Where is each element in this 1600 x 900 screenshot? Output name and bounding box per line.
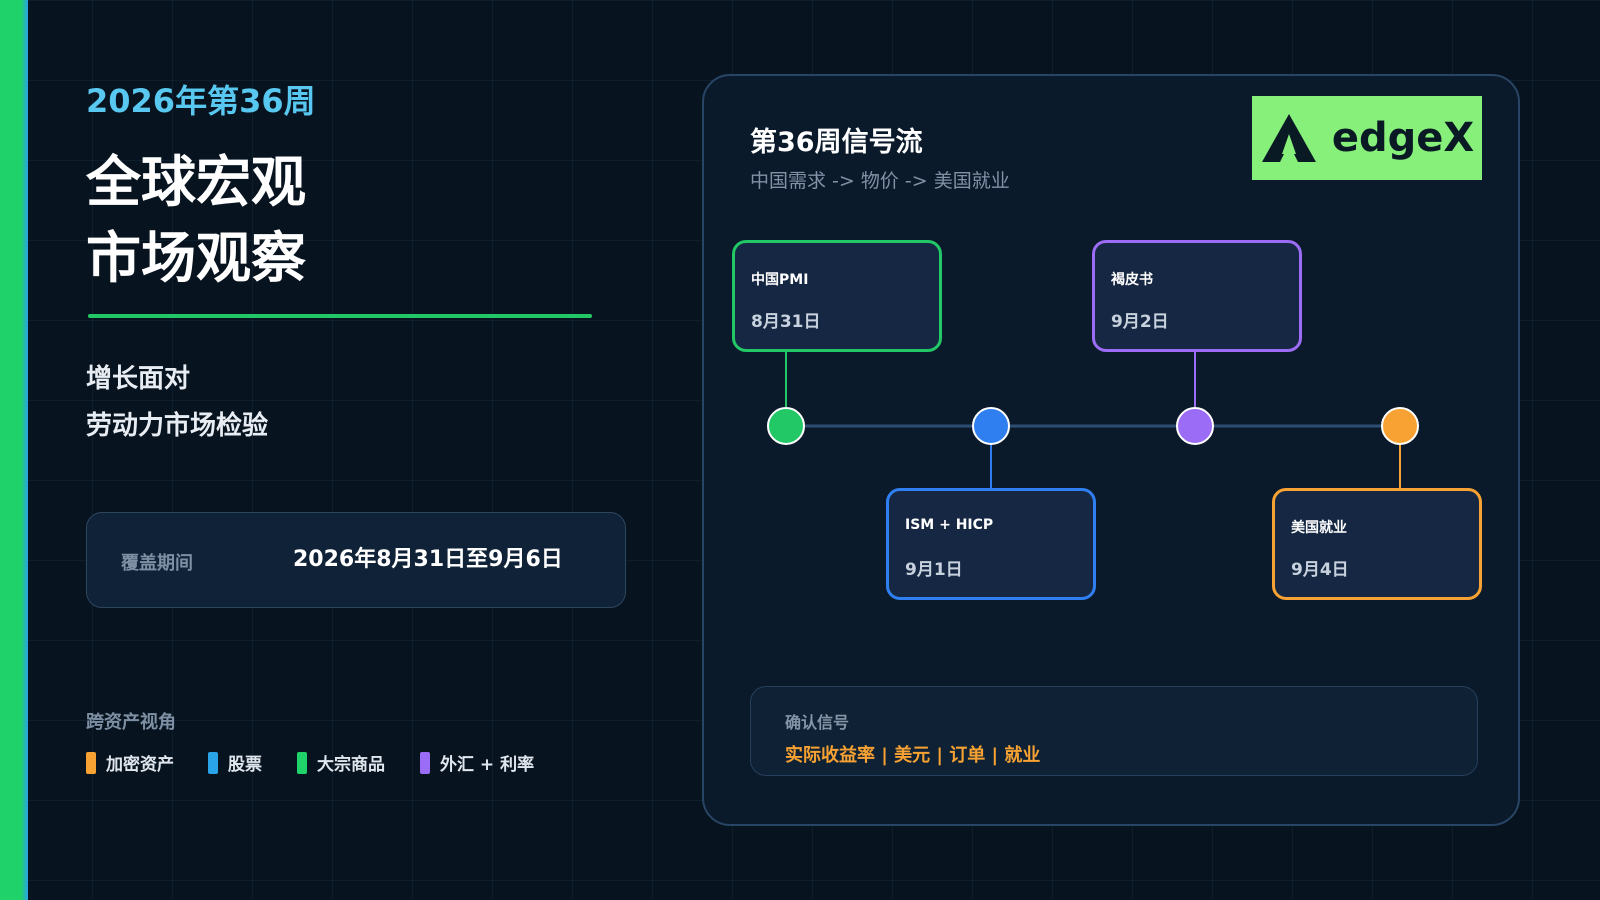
title-divider bbox=[88, 314, 592, 318]
panel-title: 第36周信号流 bbox=[750, 127, 923, 158]
page-title-line-2: 市场观察 bbox=[86, 226, 307, 290]
confirm-value: 实际收益率 | 美元 | 订单 | 就业 bbox=[785, 745, 1041, 766]
event-card-beige-book: 褐皮书 9月2日 bbox=[1092, 240, 1302, 352]
event-date: 8月31日 bbox=[751, 312, 821, 332]
node-us-jobs bbox=[1381, 407, 1419, 445]
period-label: 覆盖期间 bbox=[121, 553, 193, 574]
edgex-logo: edgeX bbox=[1252, 96, 1482, 180]
edgex-triangle-icon bbox=[1261, 114, 1316, 162]
signal-flow-panel: 第36周信号流 中国需求 -> 物价 -> 美国就业 edgeX 中国PMI 8… bbox=[702, 74, 1520, 826]
confirm-signal-card: 确认信号 实际收益率 | 美元 | 订单 | 就业 bbox=[750, 686, 1478, 776]
event-card-us-jobs: 美国就业 9月4日 bbox=[1272, 488, 1482, 600]
legend-item-commodities: 大宗商品 bbox=[297, 750, 385, 775]
legend-item-crypto: 加密资产 bbox=[86, 750, 174, 775]
subtitle-line-1: 增长面对 bbox=[86, 364, 191, 394]
week-label: 2026年第36周 bbox=[86, 82, 316, 120]
legend-swatch-commodities bbox=[297, 751, 307, 774]
event-name: ISM + HICP bbox=[905, 517, 994, 533]
period-value: 2026年8月31日至9月6日 bbox=[293, 547, 563, 572]
node-ism-hicp bbox=[972, 407, 1010, 445]
legend-label-fx-rates: 外汇 + 利率 bbox=[440, 755, 535, 775]
left-accent-bar bbox=[0, 0, 28, 900]
legend-label-crypto: 加密资产 bbox=[106, 755, 174, 775]
event-date: 9月2日 bbox=[1111, 312, 1169, 332]
legend-swatch-equities bbox=[208, 751, 218, 774]
subtitle-line-2: 劳动力市场检验 bbox=[86, 411, 269, 441]
logo-text: edgeX bbox=[1331, 115, 1475, 161]
legend-item-fx-rates: 外汇 + 利率 bbox=[420, 750, 534, 775]
legend-label-equities: 股票 bbox=[228, 755, 262, 775]
event-date: 9月4日 bbox=[1291, 560, 1349, 580]
cross-asset-label: 跨资产视角 bbox=[86, 712, 176, 733]
node-beige-book bbox=[1176, 407, 1214, 445]
legend-item-equities: 股票 bbox=[208, 750, 262, 775]
event-date: 9月1日 bbox=[905, 560, 963, 580]
panel-subtitle: 中国需求 -> 物价 -> 美国就业 bbox=[750, 170, 1010, 192]
node-cn-pmi bbox=[767, 407, 805, 445]
page-title-line-1: 全球宏观 bbox=[86, 150, 307, 214]
legend-swatch-crypto bbox=[86, 751, 96, 774]
event-name: 中国PMI bbox=[751, 272, 809, 288]
confirm-label: 确认信号 bbox=[785, 713, 850, 732]
event-name: 褐皮书 bbox=[1111, 272, 1153, 288]
timeline-graphic bbox=[767, 352, 1419, 496]
period-card: 覆盖期间 2026年8月31日至9月6日 bbox=[86, 512, 626, 608]
event-card-ism-hicp: ISM + HICP 9月1日 bbox=[886, 488, 1096, 600]
event-name: 美国就业 bbox=[1291, 520, 1347, 536]
legend-swatch-fx-rates bbox=[420, 751, 430, 774]
legend-label-commodities: 大宗商品 bbox=[317, 755, 385, 775]
event-card-cn-pmi: 中国PMI 8月31日 bbox=[732, 240, 942, 352]
